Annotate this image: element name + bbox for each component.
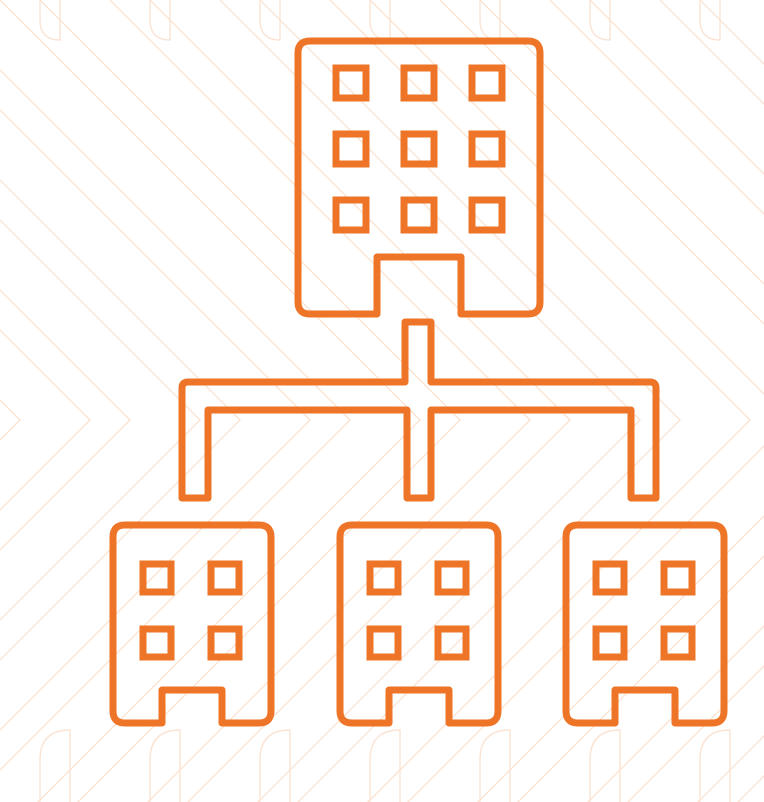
headquarters-building-icon — [294, 37, 544, 318]
window-icon — [434, 625, 470, 661]
window-icon — [366, 625, 402, 661]
window-icon — [400, 64, 438, 102]
pattern-line — [0, 289, 131, 551]
window-icon — [332, 64, 370, 102]
branch-buildings — [109, 521, 728, 727]
pattern-line — [0, 69, 351, 771]
pattern-arch — [699, 0, 721, 41]
headquarters-building-outline — [294, 37, 544, 318]
window-icon — [660, 625, 696, 661]
pattern-line — [259, 0, 681, 802]
pattern-line — [369, 0, 764, 802]
window-icon — [468, 196, 506, 234]
branch-building-center-outline — [336, 521, 502, 727]
pattern-line — [219, 0, 641, 802]
pattern-arch — [259, 729, 291, 802]
pattern-line — [0, 329, 91, 511]
window-icon — [207, 625, 243, 661]
branch-building-left-icon — [109, 521, 275, 727]
pattern-line — [149, 0, 571, 802]
pattern-line — [0, 0, 421, 802]
pattern-line — [439, 0, 764, 802]
org-connector-icon — [178, 318, 660, 502]
pattern-arch — [479, 729, 511, 802]
pattern-line — [479, 0, 764, 802]
pattern-arch — [259, 0, 281, 41]
pattern-arch — [699, 729, 731, 802]
pattern-line — [0, 219, 201, 621]
window-icon — [139, 560, 175, 596]
pattern-arch — [589, 729, 621, 802]
branch-building-right-icon — [562, 521, 728, 727]
window-icon — [207, 560, 243, 596]
pattern-arch — [149, 0, 171, 41]
window-icon — [400, 130, 438, 168]
pattern-line — [0, 179, 241, 661]
pattern-line — [0, 399, 21, 441]
pattern-line — [589, 0, 764, 802]
pattern-arch — [149, 729, 181, 802]
pattern-arch — [39, 0, 61, 41]
window-icon — [366, 560, 402, 596]
branch-building-left-outline — [109, 521, 275, 727]
pattern-line — [109, 0, 531, 802]
pattern-arch — [39, 729, 71, 802]
pattern-line — [0, 109, 311, 731]
window-icon — [400, 196, 438, 234]
pattern-arch — [369, 729, 401, 802]
pattern-line — [39, 0, 461, 802]
window-icon — [332, 196, 370, 234]
window-icon — [468, 130, 506, 168]
window-icon — [592, 560, 628, 596]
headquarters-building-icon — [294, 37, 544, 318]
window-icon — [660, 560, 696, 596]
pattern-line — [549, 0, 764, 802]
window-icon — [468, 64, 506, 102]
window-icon — [332, 130, 370, 168]
pattern-arch — [589, 0, 611, 41]
window-icon — [592, 625, 628, 661]
branch-building-right-outline — [562, 521, 728, 727]
window-icon — [434, 560, 470, 596]
branch-building-center-icon — [336, 521, 502, 727]
org-connector-line — [178, 318, 660, 502]
window-icon — [139, 625, 175, 661]
